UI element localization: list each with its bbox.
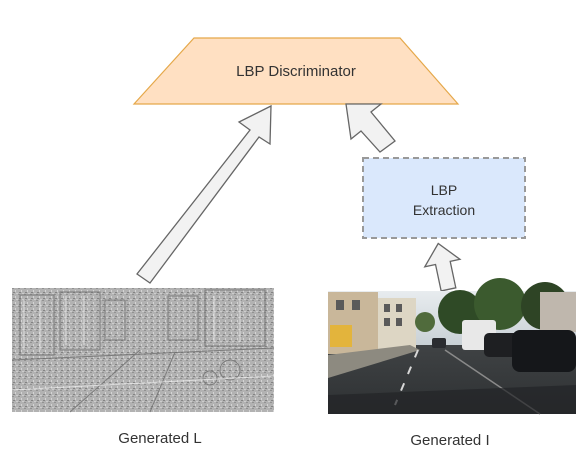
generated-l-caption: Generated L [118,430,202,447]
arrow-lbp-to-discriminator [136,104,272,284]
generated-i-image [328,278,576,415]
lbp-extraction-label-line1: LBP [430,182,458,198]
generated-l-image [11,288,275,413]
arrow-extraction-to-discriminator [345,103,396,153]
arrow-image-to-extraction [423,242,462,292]
lbp-extraction-node [362,157,526,239]
generated-i-caption: Generated I [410,432,490,449]
lbp-extraction-label-line2: Extraction [412,202,476,218]
lbp-extraction-label: LBP Extraction [363,180,525,220]
lbp-discriminator-label: LBP Discriminator [236,63,356,80]
lbp-discriminator-node [132,37,460,105]
